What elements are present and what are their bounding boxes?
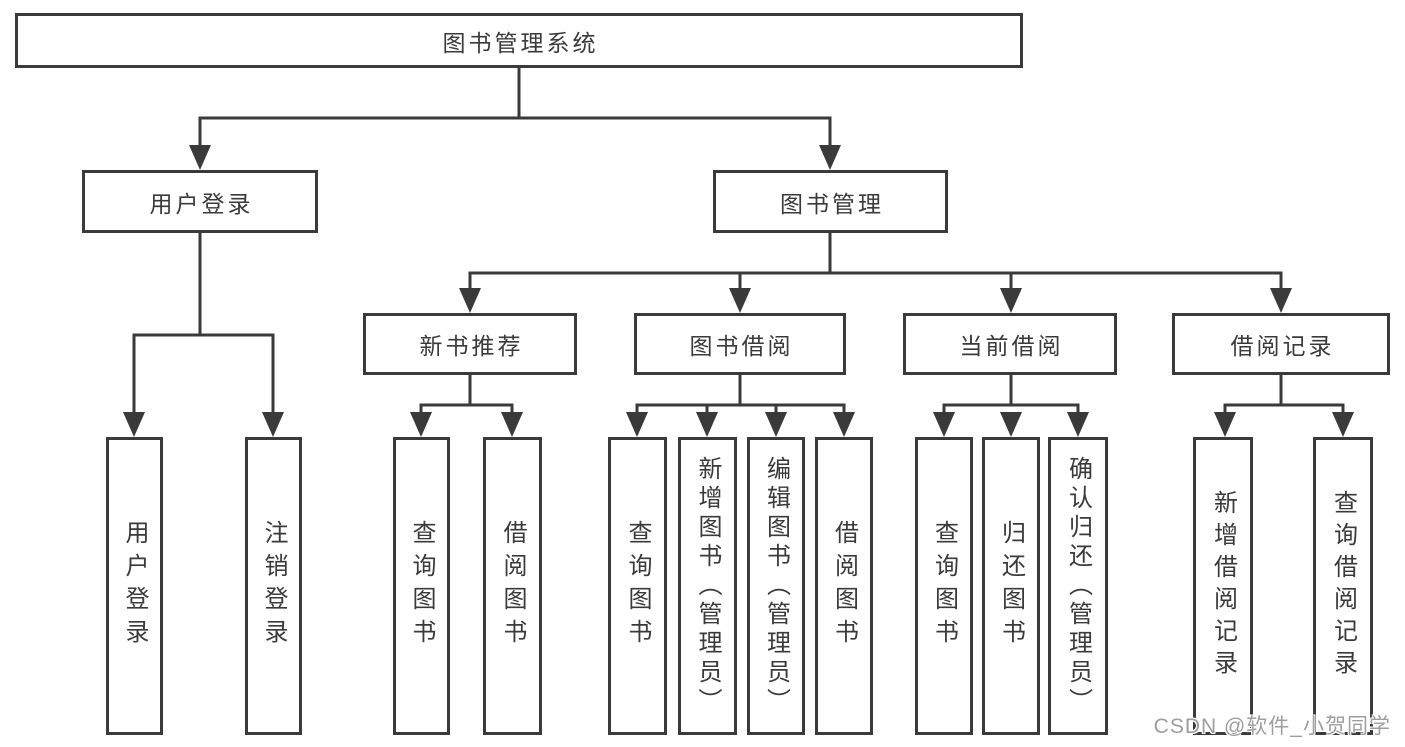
connector-book-management-children xyxy=(459,233,1292,313)
arrowhead-icon xyxy=(459,288,481,313)
arrowhead-icon xyxy=(1067,412,1089,437)
arrowhead-icon xyxy=(1214,412,1236,437)
leaf-return-books: 归还图书 xyxy=(982,437,1040,735)
leaf-logout-login: 注销登录 xyxy=(245,437,302,735)
arrowhead-icon xyxy=(189,145,211,170)
arrowhead-icon xyxy=(410,412,432,437)
node-book-borrowing: 图书借阅 xyxy=(634,313,846,375)
node-book-borrowing-label: 图书借阅 xyxy=(689,333,794,359)
arrowhead-icon xyxy=(729,288,751,313)
node-user-login: 用户登录 xyxy=(82,170,318,233)
node-current-borrowing-label: 当前借阅 xyxy=(959,333,1064,359)
node-user-login-label: 用户登录 xyxy=(149,190,254,217)
node-current-borrowing: 当前借阅 xyxy=(903,313,1117,375)
node-book-management-label: 图书管理 xyxy=(780,190,884,217)
leaf-add-book-admin: 新增图书（管理员） xyxy=(678,437,737,735)
leaf-confirm-return-admin: 确认归还（管理员） xyxy=(1048,437,1108,735)
arrowhead-icon xyxy=(626,412,648,437)
arrowhead-icon xyxy=(123,412,145,437)
leaf-query-books-borrowing: 查询图书 xyxy=(608,437,667,735)
arrowhead-icon xyxy=(1332,412,1354,437)
arrowhead-icon xyxy=(1270,288,1292,313)
leaf-borrow-books-recommend: 借阅图书 xyxy=(483,437,542,735)
connector-user-login-children xyxy=(123,233,284,437)
node-new-book-recommend: 新书推荐 xyxy=(363,313,577,375)
node-borrow-records-label: 借阅记录 xyxy=(1230,333,1335,359)
connector-book-borrowing-children xyxy=(626,375,855,437)
arrowhead-icon xyxy=(1000,412,1022,437)
node-root-label: 图书管理系统 xyxy=(442,29,599,56)
arrowhead-icon xyxy=(833,412,855,437)
arrowhead-icon xyxy=(1000,288,1022,313)
arrowhead-icon xyxy=(933,412,955,437)
connector-borrow-records-children xyxy=(1214,375,1354,437)
connector-root-to-level2 xyxy=(189,68,841,170)
leaf-query-books-current: 查询图书 xyxy=(915,437,973,735)
arrowhead-icon xyxy=(696,412,718,437)
arrowhead-icon xyxy=(765,412,787,437)
leaf-add-borrow-record: 新增借阅记录 xyxy=(1193,437,1253,735)
leaf-query-books-recommend: 查询图书 xyxy=(393,437,450,735)
node-root: 图书管理系统 xyxy=(15,13,1023,68)
leaf-edit-book-admin: 编辑图书（管理员） xyxy=(747,437,805,735)
watermark: CSDN @软件_小贺同学 xyxy=(1153,715,1391,738)
arrowhead-icon xyxy=(262,412,284,437)
node-book-management: 图书管理 xyxy=(713,170,948,233)
arrowhead-icon xyxy=(501,412,523,437)
node-new-book-recommend-label: 新书推荐 xyxy=(419,333,524,359)
connector-new-book-children xyxy=(410,375,523,437)
node-borrow-records: 借阅记录 xyxy=(1172,313,1390,375)
leaf-user-login: 用户登录 xyxy=(106,437,163,735)
arrowhead-icon xyxy=(819,145,841,170)
leaf-query-borrow-record: 查询借阅记录 xyxy=(1313,437,1373,735)
leaf-borrow-books-borrowing: 借阅图书 xyxy=(815,437,873,735)
connector-current-borrowing-children xyxy=(933,375,1089,437)
